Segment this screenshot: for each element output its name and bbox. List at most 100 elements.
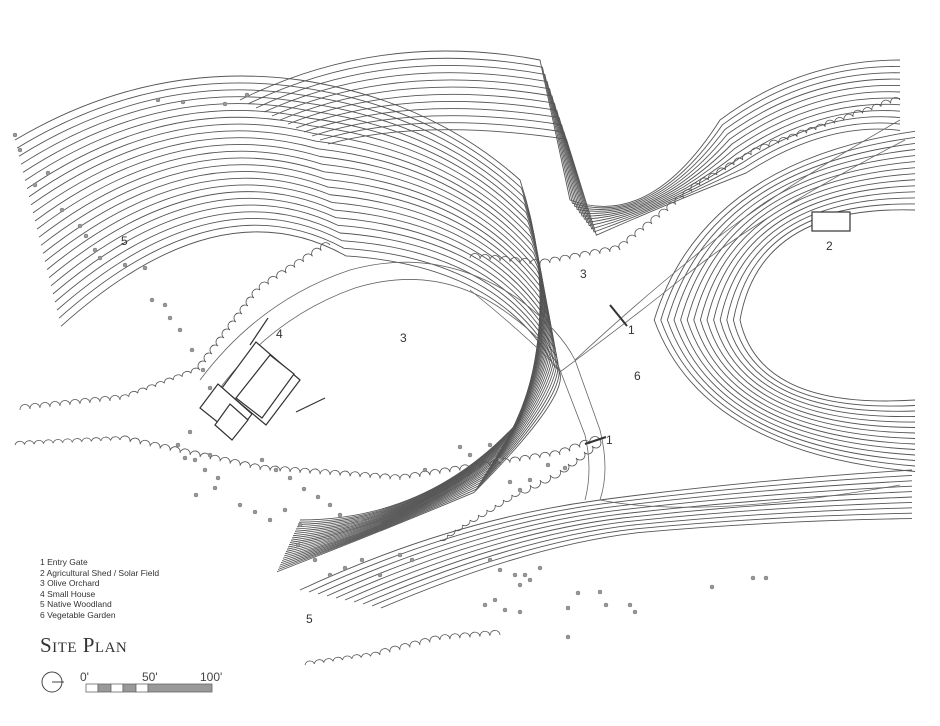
tree-dot [97, 255, 103, 261]
contour-line [726, 197, 916, 412]
tree-dot [259, 457, 265, 463]
label-gate-south: 1 [606, 433, 613, 447]
north-arrow-icon [41, 671, 64, 693]
tree-line [304, 630, 501, 666]
tree-dot [92, 247, 98, 253]
tree-dot [267, 517, 273, 523]
tree-dot [295, 542, 301, 548]
contour-line [335, 491, 913, 599]
contour-line [18, 89, 542, 525]
tree-dot [12, 132, 18, 138]
page-title: Site Plan [40, 633, 128, 657]
contour-line [52, 204, 557, 564]
tree-dot [397, 552, 403, 558]
contour-line [32, 137, 547, 541]
label-woodland-south: 5 [306, 612, 313, 626]
tree-line [439, 439, 602, 542]
contour-line [26, 116, 544, 534]
trees [12, 92, 769, 640]
contour-line [317, 480, 913, 595]
contour-line [380, 518, 913, 609]
tree-dot [575, 590, 581, 596]
tree-dot [502, 607, 508, 613]
contour-line [719, 191, 916, 417]
tree-line-edges [14, 97, 901, 666]
tree-dot [359, 557, 365, 563]
tree-dot [175, 442, 181, 448]
tree-dot [512, 572, 518, 578]
tree-line [14, 435, 601, 481]
tree-dot [497, 567, 503, 573]
contour-line [36, 150, 549, 546]
tree-dot [45, 170, 51, 176]
scale-label-0: 0' [80, 670, 89, 684]
tree-dot [212, 485, 218, 491]
contour-line [699, 173, 916, 434]
label-shed: 2 [826, 239, 833, 253]
tree-dot [507, 479, 513, 485]
tree-dot [422, 467, 428, 473]
tree-dot [357, 517, 363, 523]
contour-line [40, 164, 550, 550]
tree-dot [492, 597, 498, 603]
contour-line [239, 50, 901, 207]
tree-dot [177, 327, 183, 333]
tree-dot [709, 584, 715, 590]
contour-line [353, 501, 913, 603]
tree-dot [167, 315, 173, 321]
tree-dot [193, 492, 199, 498]
contour-line [24, 110, 544, 532]
contour-line [16, 82, 541, 523]
contour-line [660, 136, 916, 467]
legend: 1 Entry Gate 2 Agricultural Shed / Solar… [40, 557, 159, 621]
tree-dot [182, 455, 188, 461]
contour-line [344, 496, 913, 601]
tree-dot [155, 97, 161, 103]
tree-dot [517, 609, 523, 615]
tree-dot [537, 565, 543, 571]
label-gate-north: 1 [628, 323, 635, 337]
tree-dot [59, 207, 65, 213]
contour-line [706, 179, 916, 428]
contour-line [271, 79, 901, 214]
tree-dot [187, 429, 193, 435]
tree-dot [301, 486, 307, 492]
contour-line [50, 197, 555, 561]
contour-line [56, 218, 559, 568]
contour-line [653, 130, 916, 472]
tree-dot [763, 575, 769, 581]
tree-dot [565, 605, 571, 611]
tree-dot [627, 602, 633, 608]
scale-bar [85, 683, 213, 693]
tree-dot [545, 462, 551, 468]
tree-dot [17, 147, 23, 153]
contour-line [30, 130, 546, 539]
tree-dot [282, 507, 288, 513]
tree-dot [237, 502, 243, 508]
legend-item: 6 Vegetable Garden [40, 609, 116, 620]
tree-dot [202, 467, 208, 473]
driveway [199, 119, 906, 508]
tree-dot [527, 577, 533, 583]
tree-dot [297, 522, 303, 528]
tree-dot [527, 477, 533, 483]
contour-line [255, 65, 901, 210]
tree-dot [467, 452, 473, 458]
tree-dot [487, 557, 493, 563]
contour-line [680, 155, 916, 450]
tree-dot [162, 302, 168, 308]
contour-line [295, 100, 901, 223]
tree-dot [377, 572, 383, 578]
tree-dot [312, 557, 318, 563]
tree-dot [77, 223, 83, 229]
label-garden: 6 [634, 369, 641, 383]
entry-gates [584, 304, 628, 445]
contour-line [28, 123, 545, 537]
tree-dot [222, 101, 228, 107]
scale-label-50: 50' [142, 670, 158, 684]
legend-item: 2 Agricultural Shed / Solar Field [40, 567, 160, 578]
tree-dot [517, 582, 523, 588]
contour-line [54, 211, 558, 566]
tree-dot [517, 487, 523, 493]
tree-dot [409, 557, 415, 563]
